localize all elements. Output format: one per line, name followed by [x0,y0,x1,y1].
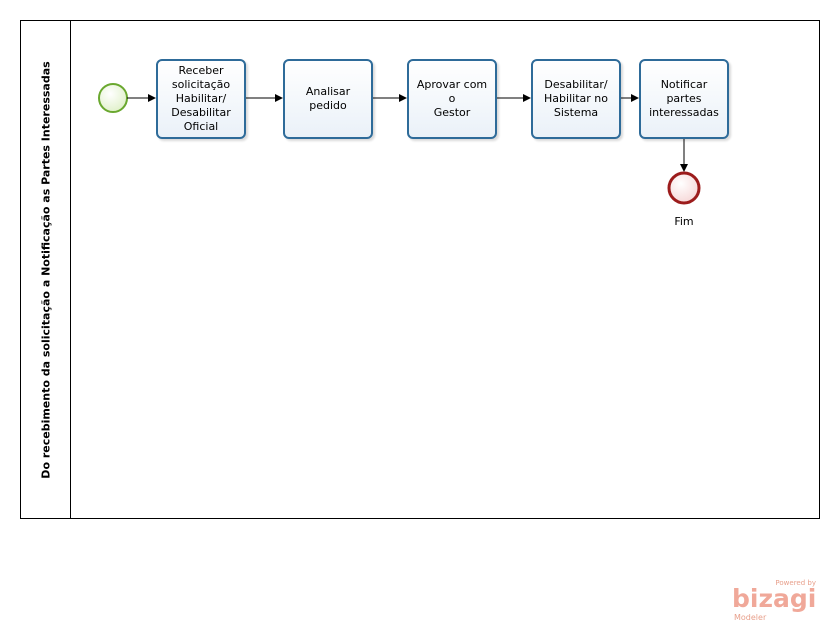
task-desabilitar-habilitar[interactable]: Desabilitar/ Habilitar no Sistema [531,59,621,139]
pool-header [20,20,71,519]
task-label: Analisar pedido [305,85,351,112]
task-label: Desabilitar/ Habilitar no Sistema [544,78,608,119]
task-receber-solicitacao[interactable]: Receber solicitação Habilitar/ Desabilit… [156,59,246,139]
end-event[interactable] [667,171,701,205]
pool [20,20,820,519]
watermark-brand: bizagi [732,584,817,613]
task-aprovar-gestor[interactable]: Aprovar com o Gestor [407,59,497,139]
task-analisar-pedido[interactable]: Analisar pedido [283,59,373,139]
bizagi-watermark: Powered by bizagi Modeler [728,579,822,625]
task-label: Receber solicitação Habilitar/ Desabilit… [171,64,231,133]
watermark-powered: Powered by [775,579,816,587]
task-label: Aprovar com o Gestor [416,78,488,119]
end-event-label: Fim [674,215,694,228]
watermark-product: Modeler [734,613,767,622]
task-notificar-partes[interactable]: Notificar partes interessadas [639,59,729,139]
task-label: Notificar partes interessadas [649,78,719,119]
start-event[interactable] [98,83,128,113]
